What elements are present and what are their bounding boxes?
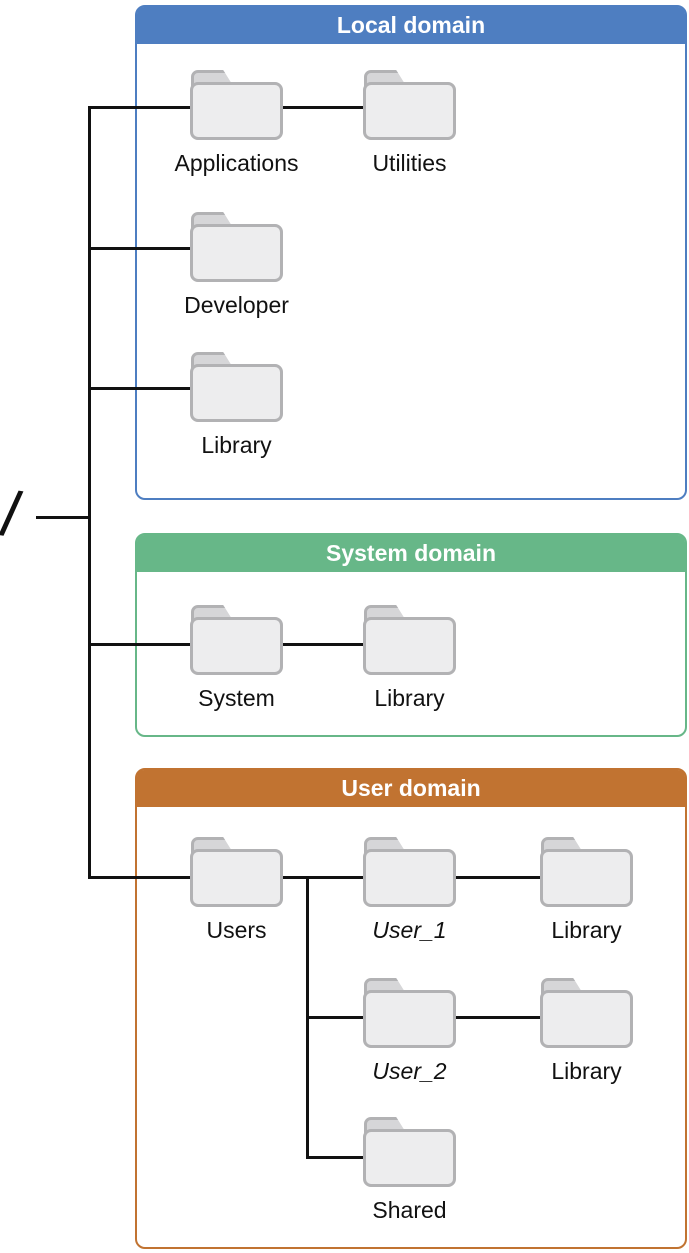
folder-icon (190, 605, 283, 675)
edge-branch-to-user2 (306, 1016, 363, 1019)
edge-trunk-to-library-local (88, 387, 190, 390)
folder-icon (363, 605, 456, 675)
folder-label: Library (201, 432, 272, 458)
edge-root-to-trunk (36, 516, 88, 519)
system-domain-title: System domain (137, 535, 685, 572)
folder-node-system: System (190, 605, 283, 711)
folder-node-library-system: Library (363, 605, 456, 711)
folder-label: Library (551, 1058, 622, 1084)
folder-label: User_2 (372, 1058, 447, 1084)
folder-node-users: Users (190, 837, 283, 943)
folder-node-library-user1: Library (540, 837, 633, 943)
folder-node-library-local: Library (190, 352, 283, 458)
user-domain-title: User domain (137, 770, 685, 807)
folder-icon (190, 837, 283, 907)
folder-icon (363, 978, 456, 1048)
edge-trunk-to-applications (88, 106, 190, 109)
edge-trunk-to-system (88, 643, 190, 646)
edge-applications-to-utilities (283, 106, 363, 109)
local-domain-title: Local domain (137, 7, 685, 44)
edge-system-to-library (283, 643, 363, 646)
folder-icon (363, 1117, 456, 1187)
folder-label: Developer (184, 292, 289, 318)
folder-node-utilities: Utilities (363, 70, 456, 176)
folder-node-applications: Applications (174, 70, 299, 176)
folder-icon (363, 837, 456, 907)
root-directory-symbol: / (0, 477, 26, 551)
folder-node-user-2: User_2 (363, 978, 456, 1084)
edge-trunk-to-developer (88, 247, 190, 250)
edge-trunk-to-users (88, 876, 190, 879)
folder-label: Utilities (372, 150, 447, 176)
folder-icon (190, 70, 283, 140)
folder-label: User_1 (372, 917, 447, 943)
edge-trunk-vertical (88, 106, 91, 879)
folder-label: Users (206, 917, 267, 943)
folder-node-library-user2: Library (540, 978, 633, 1084)
folder-label: Applications (174, 150, 299, 176)
folder-node-user-1: User_1 (363, 837, 456, 943)
folder-icon (190, 212, 283, 282)
folder-icon (540, 978, 633, 1048)
edge-user1-to-library (456, 876, 540, 879)
edge-users-to-user1 (283, 876, 363, 879)
folder-icon (363, 70, 456, 140)
folder-node-developer: Developer (184, 212, 289, 318)
folder-icon (190, 352, 283, 422)
folder-label: Library (374, 685, 445, 711)
edge-user2-to-library (456, 1016, 540, 1019)
folder-node-shared: Shared (363, 1117, 456, 1223)
folder-icon (540, 837, 633, 907)
edge-branch-to-shared (306, 1156, 363, 1159)
folder-label: Library (551, 917, 622, 943)
folder-label: System (198, 685, 275, 711)
folder-label: Shared (372, 1197, 447, 1223)
